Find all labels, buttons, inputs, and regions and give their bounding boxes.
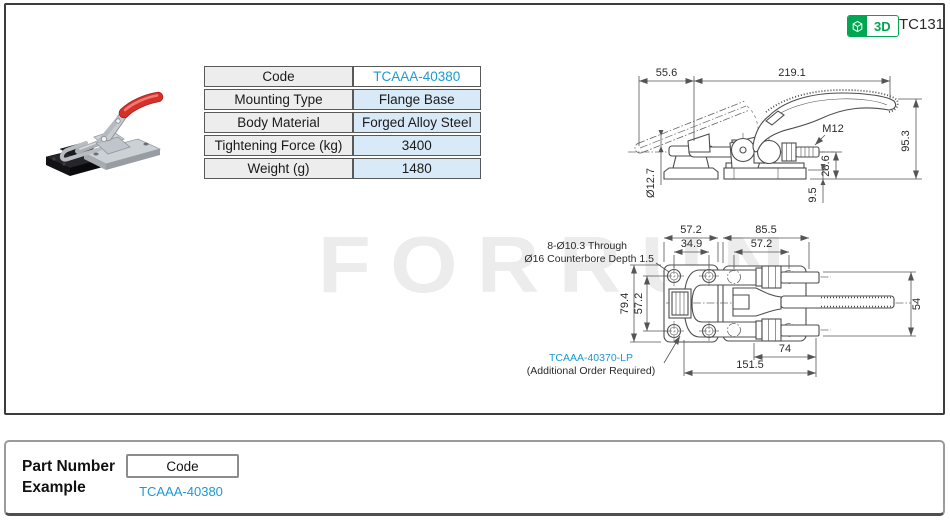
part-number-label-line1: Part Number bbox=[22, 458, 116, 475]
view-3d-badge[interactable]: 3D bbox=[847, 15, 899, 37]
dim-151-5: 151.5 bbox=[736, 359, 764, 371]
spec-value-code: TCAAA-40380 bbox=[353, 66, 481, 87]
product-photo-latch-clamp bbox=[45, 91, 164, 176]
spec-row: Body Material Forged Alloy Steel bbox=[204, 112, 481, 133]
top-view-pad bbox=[668, 288, 692, 319]
bolt-assemblies bbox=[755, 265, 820, 342]
callout-part-note: (Additional Order Required) bbox=[527, 365, 655, 377]
drawing-side-view: 55.6 219.1 95.3 M12 28.6 9.5 Ø bbox=[628, 67, 922, 203]
spec-value: 1480 bbox=[353, 158, 481, 179]
dim-9-5: 9.5 bbox=[807, 187, 819, 202]
dim-hole-spacing-y: 57.2 bbox=[633, 293, 645, 314]
dim-74: 74 bbox=[779, 343, 791, 355]
side-view-handle bbox=[752, 89, 899, 153]
spec-row: Mounting Type Flange Base bbox=[204, 89, 481, 110]
page-code: TC131 bbox=[899, 16, 945, 33]
spec-row: Tightening Force (kg) 3400 bbox=[204, 135, 481, 156]
dim-shaft-span: 54 bbox=[911, 298, 923, 310]
code-box: Code bbox=[126, 454, 239, 478]
part-number-example-panel: Part Number Example Code TCAAA-40380 bbox=[4, 440, 945, 516]
clamp-body-linkage bbox=[93, 109, 131, 155]
side-view-dimensions: 55.6 219.1 95.3 M12 28.6 9.5 Ø bbox=[638, 67, 922, 203]
part-number-label-line2: Example bbox=[22, 479, 86, 496]
dim-219-1: 219.1 bbox=[778, 67, 806, 79]
spec-value: 3400 bbox=[353, 135, 481, 156]
dim-bolt-spacing: 57.2 bbox=[751, 238, 772, 250]
threaded-rod bbox=[795, 146, 820, 158]
dim-hole-spacing-x: 34.9 bbox=[681, 238, 702, 250]
cube-3d-icon bbox=[848, 16, 867, 36]
spec-table: Code TCAAA-40380 Mounting Type Flange Ba… bbox=[204, 64, 481, 181]
clamp-flange-base bbox=[83, 138, 162, 170]
spec-label: Weight (g) bbox=[204, 158, 353, 179]
accessory-callout: TCAAA-40370-LP (Additional Order Require… bbox=[527, 335, 681, 377]
spec-value: Flange Base bbox=[353, 89, 481, 110]
clamp-red-handle bbox=[118, 91, 164, 119]
u-bolt-latched bbox=[687, 133, 743, 158]
dim-95-3: 95.3 bbox=[900, 130, 912, 151]
callout-holes-line1: 8-Ø10.3 Through bbox=[547, 240, 627, 252]
dim-plate-width: 57.2 bbox=[680, 224, 701, 236]
badge-3d-label: 3D bbox=[874, 18, 891, 34]
spec-row: Code TCAAA-40380 bbox=[204, 66, 481, 87]
callout-holes-line2: Ø16 Counterbore Depth 1.5 bbox=[524, 253, 654, 265]
spec-row: Weight (g) 1480 bbox=[204, 158, 481, 179]
spec-label: Tightening Force (kg) bbox=[204, 135, 353, 156]
spec-label: Mounting Type bbox=[204, 89, 353, 110]
dim-dia-12-7: Ø12.7 bbox=[645, 168, 657, 198]
spec-label: Code bbox=[204, 66, 353, 87]
example-part-code: TCAAA-40380 bbox=[139, 484, 223, 499]
main-content-panel: FORRUN 3D TC131 Code TCAAA-40380 Mountin… bbox=[4, 3, 945, 415]
hole-callout: 8-Ø10.3 Through Ø16 Counterbore Depth 1.… bbox=[524, 240, 670, 273]
fork-and-rod bbox=[732, 287, 895, 317]
spec-value: Forged Alloy Steel bbox=[353, 112, 481, 133]
spec-label: Body Material bbox=[204, 112, 353, 133]
part-number-example-label: Part Number Example bbox=[22, 456, 115, 498]
dim-plate-height: 79.4 bbox=[619, 293, 631, 314]
dim-55-6: 55.6 bbox=[656, 67, 677, 79]
top-view-dimensions: 57.2 85.5 34.9 57.2 79.4 57.2 bbox=[619, 224, 923, 377]
drawing-top-view: 57.2 85.5 34.9 57.2 79.4 57.2 bbox=[524, 224, 923, 377]
dim-body-width: 85.5 bbox=[755, 224, 776, 236]
label-m12: M12 bbox=[822, 123, 843, 135]
callout-part-code: TCAAA-40370-LP bbox=[549, 352, 633, 364]
